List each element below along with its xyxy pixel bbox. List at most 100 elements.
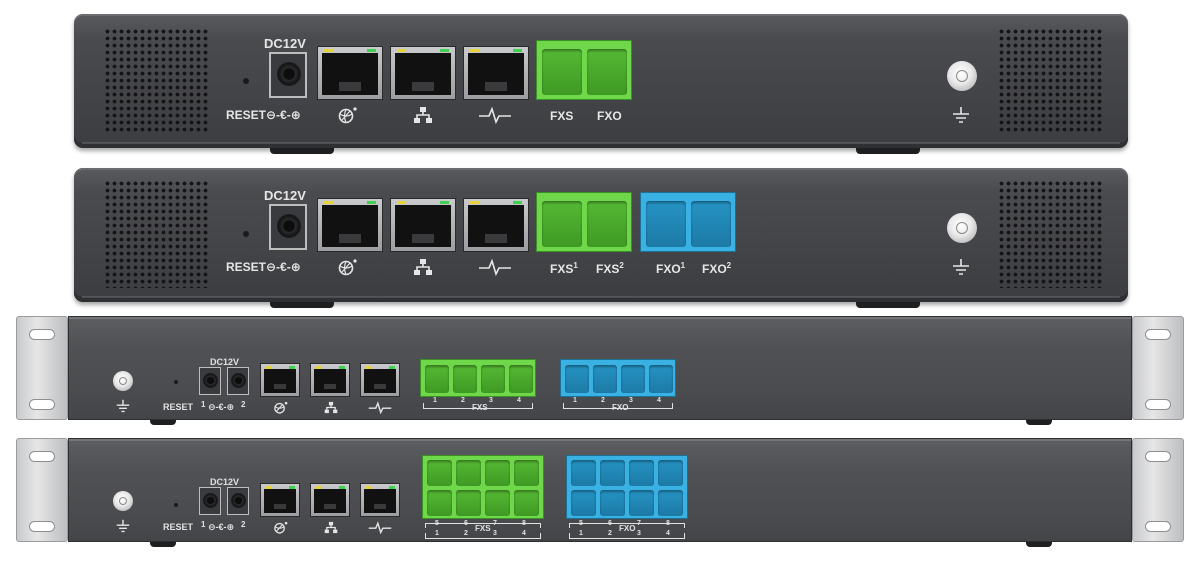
ground-screw (947, 61, 977, 91)
wan-ethernet-port[interactable] (317, 198, 383, 252)
fxo-port-4[interactable] (658, 490, 683, 516)
fxo-label: FXO (619, 524, 636, 533)
ground-icon (116, 399, 130, 413)
dc-power-port[interactable] (269, 204, 307, 250)
fxs-port-block (422, 455, 544, 519)
fxs-port-8[interactable] (514, 460, 539, 486)
lan-ethernet-port[interactable] (310, 483, 350, 517)
fxs-num: 6 (464, 520, 468, 527)
reset-pinhole[interactable] (174, 503, 178, 507)
fxs-port-2[interactable] (587, 201, 627, 247)
fxo-port-6[interactable] (600, 460, 625, 486)
dc-label: DC12V (210, 357, 240, 367)
dc-power-port-1[interactable] (199, 367, 221, 395)
fxo-num: 4 (657, 397, 661, 404)
fxs-port[interactable] (542, 49, 582, 95)
dc-num-2: 2 (241, 400, 246, 409)
rack-gateway-8port: RESET DC12V 1 ⊖-€-⊕ 2 1 (68, 316, 1132, 420)
pc-ethernet-port[interactable] (463, 46, 529, 100)
fxs-label: FXS (472, 403, 488, 412)
vent-grille-left (104, 28, 208, 134)
fxs-port-6[interactable] (456, 460, 481, 486)
fxo-port-7[interactable] (629, 460, 654, 486)
dc-power-port-1[interactable] (199, 487, 221, 515)
fxo-port-1[interactable] (565, 365, 589, 393)
pulse-wave-icon (368, 401, 392, 414)
dc-power-port[interactable] (269, 52, 307, 98)
desktop-gateway-2port: RESET DC12V ⊖-€-⊕ FXS FXO (74, 14, 1128, 148)
lan-ethernet-port[interactable] (310, 363, 350, 397)
fxo-num: 1 (579, 530, 583, 537)
fxs-port-block (536, 192, 632, 252)
wan-ethernet-port[interactable] (260, 483, 300, 517)
reset-label: RESET (163, 522, 194, 532)
fxs-port-4[interactable] (509, 365, 533, 393)
fxs-num: 4 (517, 397, 521, 404)
fxs-port-block (420, 359, 536, 397)
fxo-port-8[interactable] (658, 460, 683, 486)
fxo-label: FXO (597, 109, 622, 123)
lan-network-icon (324, 401, 338, 414)
vent-grille-right (998, 180, 1102, 288)
fxs-num: 4 (522, 530, 526, 537)
ground-icon (953, 259, 969, 275)
fxs-port-4[interactable] (514, 490, 539, 516)
wan-ethernet-port[interactable] (260, 363, 300, 397)
fxs-port-3[interactable] (485, 490, 510, 516)
reset-pinhole[interactable] (174, 380, 178, 384)
fxo-port-3[interactable] (629, 490, 654, 516)
dc-power-port-2[interactable] (227, 367, 249, 395)
fxo-num: 7 (637, 520, 641, 527)
fxo-port-5[interactable] (571, 460, 596, 486)
wan-ethernet-port[interactable] (317, 46, 383, 100)
fxs-port-2[interactable] (453, 365, 477, 393)
fxo-port-4[interactable] (649, 365, 673, 393)
fxo-port-2[interactable] (593, 365, 617, 393)
fxs-port-3[interactable] (481, 365, 505, 393)
fxs2-label: FXS2 (596, 261, 624, 276)
rubber-foot (1026, 542, 1052, 547)
reset-label: RESET (226, 108, 267, 122)
pc-ethernet-port[interactable] (360, 363, 400, 397)
fxo-bracket (563, 403, 673, 409)
pc-ethernet-port[interactable] (360, 483, 400, 517)
fxo-num: 2 (601, 397, 605, 404)
fxo-port[interactable] (587, 49, 627, 95)
lan-network-icon (414, 259, 432, 275)
rubber-foot (270, 148, 334, 154)
rubber-foot (270, 302, 334, 308)
rack-gateway-16port: RESET DC12V 1 ⊖-€-⊕ 2 (68, 438, 1132, 542)
vent-grille-left (104, 180, 208, 288)
fxs-num: 8 (522, 520, 526, 527)
rack-ear-left (16, 438, 68, 542)
fxo-port-2[interactable] (600, 490, 625, 516)
dc-label: DC12V (264, 188, 306, 203)
reset-pinhole[interactable] (243, 78, 249, 84)
fxs-port-5[interactable] (427, 460, 452, 486)
fxs-port-2[interactable] (456, 490, 481, 516)
ground-screw (113, 371, 133, 391)
reset-pinhole[interactable] (243, 231, 249, 237)
fxs-port-1[interactable] (427, 490, 452, 516)
rack-ear-right (1132, 438, 1184, 542)
fxs-port-block (536, 40, 632, 100)
lan-ethernet-port[interactable] (390, 198, 456, 252)
dc-power-port-2[interactable] (227, 487, 249, 515)
fxo-port-1[interactable] (646, 201, 686, 247)
fxo-port-2[interactable] (691, 201, 731, 247)
fxo-port-block (560, 359, 676, 397)
fxo-port-3[interactable] (621, 365, 645, 393)
fxs-port-1[interactable] (542, 201, 582, 247)
fxs-port-7[interactable] (485, 460, 510, 486)
pc-ethernet-port[interactable] (463, 198, 529, 252)
pulse-wave-icon (479, 106, 511, 124)
pulse-wave-icon (479, 258, 511, 276)
fxo-num: 6 (608, 520, 612, 527)
fxs1-label: FXS1 (550, 261, 578, 276)
fxs-port-1[interactable] (425, 365, 449, 393)
reset-label: RESET (226, 260, 267, 274)
lan-ethernet-port[interactable] (390, 46, 456, 100)
fxo-port-1[interactable] (571, 490, 596, 516)
dc-label: DC12V (210, 477, 240, 487)
fxs-bracket (423, 403, 533, 409)
